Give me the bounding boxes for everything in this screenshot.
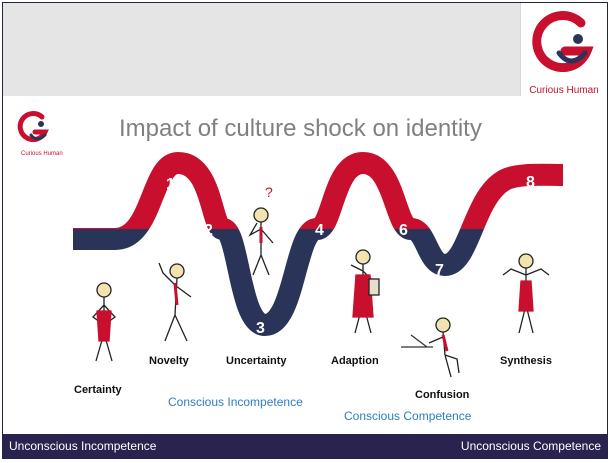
- stage-uncertainty: Uncertainty: [226, 355, 287, 367]
- stage-certainty: Certainty: [74, 384, 122, 396]
- culture-shock-curve: 1 2 3 4 5 6 7 8 ?: [73, 151, 564, 378]
- stage-novelty: Novelty: [149, 355, 189, 367]
- stage-synthesis: Synthesis: [500, 355, 552, 367]
- stage-adaption: Adaption: [331, 355, 379, 367]
- slide-logo-caption: Curious Human: [21, 151, 63, 157]
- curve-number-4: 4: [315, 222, 324, 239]
- curve-number-3: 3: [256, 320, 265, 337]
- uncertainty-figure-icon: ?: [248, 184, 274, 276]
- svg-text:?: ?: [265, 184, 273, 200]
- curve-number-8: 8: [526, 174, 535, 191]
- curious-human-logo-icon: [532, 11, 594, 72]
- footer-unconscious-incompetence: Unconscious Incompetence: [9, 439, 157, 453]
- header-bar: [3, 3, 607, 96]
- curve-number-6: 6: [399, 222, 408, 239]
- synthesis-figure-icon: [502, 253, 550, 334]
- slide-title: Impact of culture shock on identity: [119, 115, 482, 142]
- adaption-figure-icon: [350, 249, 380, 334]
- novelty-figure-icon: [158, 262, 192, 342]
- curve-number-7: 7: [435, 262, 444, 279]
- curve-number-2: 2: [204, 222, 213, 239]
- curve-number-1: 1: [166, 176, 175, 193]
- confusion-figure-icon: [401, 317, 460, 378]
- curve-number-5: 5: [354, 176, 363, 193]
- conscious-incompetence-label: Conscious Incompetence: [168, 395, 303, 409]
- conscious-competence-label: Conscious Competence: [344, 409, 472, 423]
- slide-logo-icon: [17, 111, 49, 143]
- footer-bar: Unconscious Incompetence Unconscious Com…: [3, 434, 607, 458]
- header-logo-caption: Curious Human: [529, 85, 599, 96]
- certainty-figure-icon: [92, 282, 116, 362]
- stage-confusion: Confusion: [415, 389, 470, 401]
- header-logo: Curious Human: [520, 3, 607, 96]
- footer-unconscious-competence: Unconscious Competence: [460, 439, 601, 453]
